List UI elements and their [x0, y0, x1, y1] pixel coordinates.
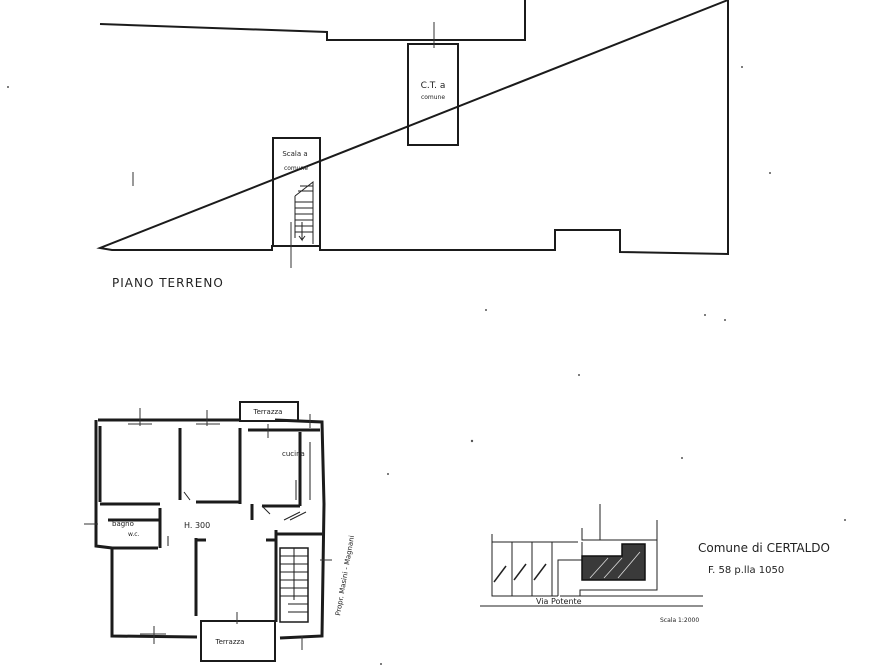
bath-label-line-2: w.c.: [128, 531, 140, 538]
apartment-stair: [279, 547, 309, 623]
terrace-top-label: Terrazza: [253, 408, 283, 416]
ground-floor-plan: C.T. a comune Scala a comune PIANO TERRE…: [96, 0, 729, 290]
shaded-parcels: [493, 563, 547, 583]
interior-walls: [98, 426, 322, 622]
ceiling-height-label: H. 300: [184, 521, 210, 530]
neighbor-property-label: Propr. Masini - Magnani: [334, 535, 356, 617]
ground-floor-title: PIANO TERRENO: [112, 276, 224, 290]
ct-room: [407, 43, 459, 146]
subject-building-hatching: [589, 551, 641, 579]
door-marks: [167, 442, 311, 546]
street-label: Via Potente: [536, 597, 582, 606]
stair-room: [272, 137, 321, 247]
stair-label-line-1: Scala a: [282, 150, 307, 158]
stair-label-line-2: comune: [284, 165, 308, 172]
parcel-label: F. 58 p.lla 1050: [708, 565, 784, 576]
cadastral-lines: [480, 504, 703, 607]
window-ticks: [84, 408, 332, 650]
stair-steps: [294, 180, 314, 244]
terrace-top-box: [239, 401, 299, 422]
location-plan: Via Potente Scala 1:2000 Comune di CERTA…: [480, 504, 830, 624]
kitchen-label: cucina: [282, 450, 305, 458]
ct-label-line-1: C.T. a: [421, 81, 446, 91]
subject-building: [581, 543, 646, 581]
ct-label-line-2: comune: [421, 94, 445, 101]
scan-specks: [7, 66, 846, 665]
terrace-bottom-label: Terrazza: [215, 638, 245, 646]
scale-label: Scala 1:2000: [660, 617, 699, 624]
ground-floor-outline: [96, 0, 729, 256]
bath-label-line-1: bagno: [112, 520, 134, 528]
apartment-plan: Terrazza Terrazza: [84, 401, 356, 662]
comune-label: Comune di CERTALDO: [698, 541, 830, 555]
terrace-bottom-box: [200, 620, 276, 662]
